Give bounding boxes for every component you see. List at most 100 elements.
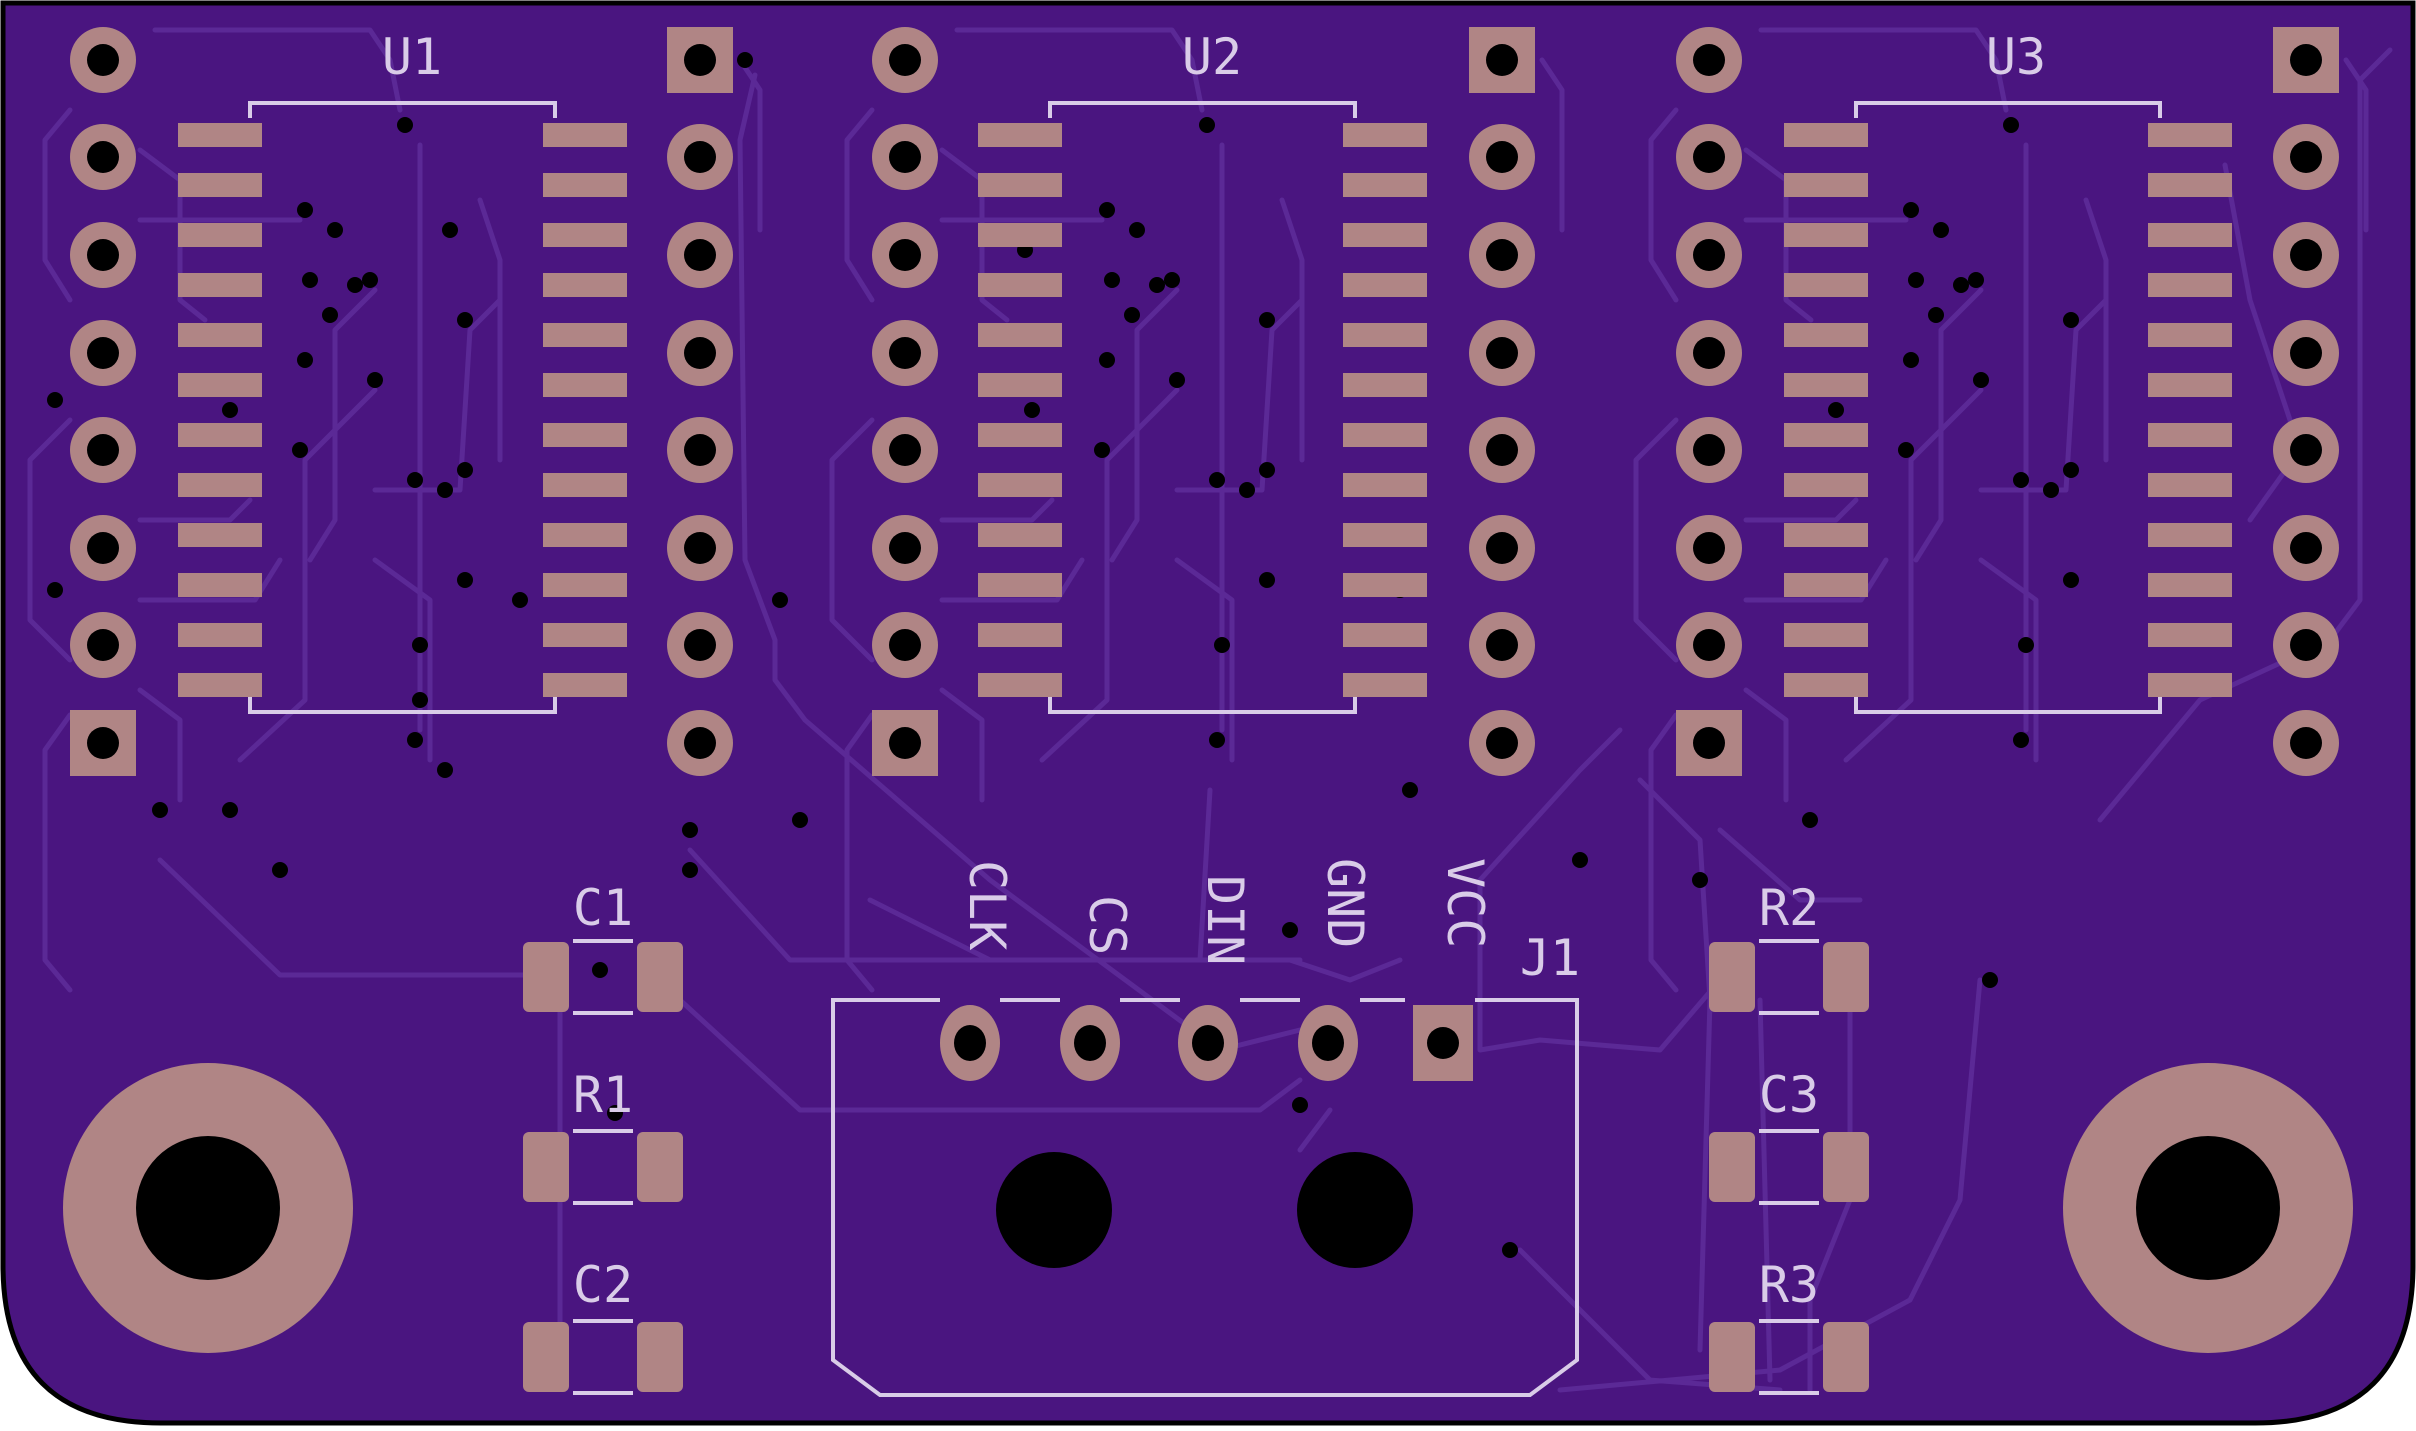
via	[1129, 222, 1145, 238]
trace	[2222, 162, 2303, 523]
smd-pad	[978, 373, 1062, 397]
smd-pad	[978, 673, 1062, 697]
smd-pad	[543, 323, 627, 347]
pin-drill	[1486, 337, 1518, 369]
smd-pad	[178, 123, 262, 147]
smd-pad	[1784, 323, 1868, 347]
passive-pad	[1823, 942, 1869, 1012]
chip-outline-top	[248, 101, 557, 118]
smd-pad	[178, 373, 262, 397]
via	[442, 222, 458, 238]
pin-drill	[1486, 434, 1518, 466]
via	[367, 372, 383, 388]
trace	[1648, 107, 1679, 303]
pin-drill	[1486, 727, 1518, 759]
via	[1259, 462, 1275, 478]
chip-outline-top	[1854, 101, 2162, 118]
via	[1572, 852, 1588, 868]
passive-pad	[637, 942, 683, 1012]
trace	[1978, 557, 2039, 763]
pin-drill	[1693, 337, 1725, 369]
smd-pad	[178, 673, 262, 697]
chip-outline-bottom	[248, 695, 557, 714]
via	[347, 277, 363, 293]
pin-drill	[889, 44, 921, 76]
trace	[737, 57, 763, 233]
trace	[829, 417, 875, 663]
via	[2063, 312, 2079, 328]
connector-pin-drill	[1192, 1025, 1224, 1061]
trace	[152, 27, 403, 113]
via	[222, 402, 238, 418]
passive-pad	[1823, 1322, 1869, 1392]
via	[1292, 1097, 1308, 1113]
smd-pad	[2148, 373, 2232, 397]
via	[47, 392, 63, 408]
smd-pad	[2148, 523, 2232, 547]
component-label-c1: C1	[573, 879, 633, 937]
pin-drill	[1693, 44, 1725, 76]
trace	[1743, 497, 1859, 523]
pin-drill	[87, 239, 119, 271]
trace	[954, 27, 1205, 113]
smd-pad	[543, 373, 627, 397]
via	[1828, 402, 1844, 418]
smd-pad	[178, 273, 262, 297]
smd-pad	[1784, 123, 1868, 147]
trace	[1539, 57, 1565, 233]
trace	[867, 897, 1233, 963]
via	[1209, 732, 1225, 748]
pin-drill	[889, 141, 921, 173]
pin-drill	[684, 629, 716, 661]
smd-pad	[1343, 373, 1427, 397]
connector-outline	[831, 998, 1579, 1397]
pin-drill	[2290, 141, 2322, 173]
trace	[1557, 977, 1983, 1393]
via	[682, 822, 698, 838]
smd-pad	[978, 323, 1062, 347]
trace	[27, 417, 73, 663]
trace	[1633, 417, 1679, 663]
pin-drill	[889, 239, 921, 271]
trace	[1039, 387, 1180, 763]
pin-label-cs: CS	[1078, 895, 1136, 955]
trace	[1109, 287, 1180, 563]
via	[1933, 222, 1949, 238]
via	[272, 862, 288, 878]
via	[1908, 272, 1924, 288]
smd-pad	[978, 223, 1062, 247]
silkscreen	[248, 101, 2162, 1397]
smd-pad	[1784, 523, 1868, 547]
pin-drill	[87, 44, 119, 76]
trace	[1477, 727, 1723, 1053]
via	[297, 352, 313, 368]
smd-pad	[178, 523, 262, 547]
smd-pad	[1343, 223, 1427, 247]
passive-pad	[523, 942, 569, 1012]
via	[327, 222, 343, 238]
via	[457, 462, 473, 478]
smd-pad	[978, 173, 1062, 197]
smd-pad	[543, 173, 627, 197]
pin-drill	[2290, 727, 2322, 759]
smd-pad	[1784, 223, 1868, 247]
trace	[737, 72, 1303, 1053]
smd-pad	[978, 473, 1062, 497]
via	[1169, 372, 1185, 388]
passive-pad	[1823, 1132, 1869, 1202]
component-label-r2: R2	[1759, 879, 1819, 937]
trace	[939, 557, 1085, 603]
pin-drill	[1486, 239, 1518, 271]
trace	[939, 687, 985, 803]
via	[1903, 202, 1919, 218]
pin-label-vcc: VCC	[1436, 858, 1494, 948]
pin-drill	[1693, 629, 1725, 661]
connector-pin-drill	[1427, 1027, 1459, 1059]
smd-pad	[1784, 673, 1868, 697]
trace	[307, 287, 378, 563]
via	[302, 272, 318, 288]
via	[1259, 572, 1275, 588]
trace	[477, 197, 503, 463]
smd-pad	[1784, 273, 1868, 297]
trace	[2343, 57, 2369, 233]
